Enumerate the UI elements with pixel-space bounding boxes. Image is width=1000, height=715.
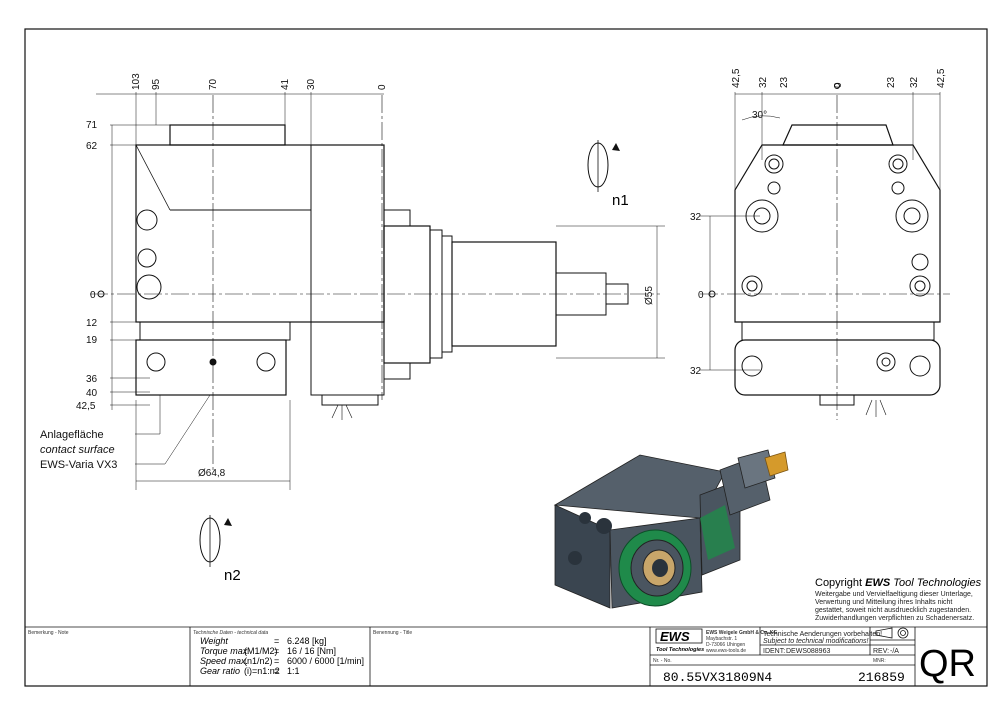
row-torque-name: Torque max. (200, 646, 250, 656)
row-torque-eq: = (274, 646, 279, 656)
row-gear-value: 1:1 (287, 666, 300, 676)
dim-0-top: 0 (377, 84, 388, 90)
diameter-55: Ø55 (644, 286, 655, 305)
copyright-prefix: Copyright (815, 577, 865, 589)
ews-logo-text: EWS (660, 629, 690, 644)
notice-line-1: Technische Aenderungen vorbehalten! (763, 631, 882, 638)
ews-logo-sub: Tool Technologies (656, 647, 704, 653)
side-dim-32-right: 32 (909, 76, 920, 88)
rotation-arrow-n1 (612, 143, 620, 151)
side-dim-23-right: 23 (886, 76, 897, 88)
rotation-label-n2: n2 (224, 567, 241, 584)
dim-36: 36 (86, 374, 98, 385)
row-weight-name: Weight (200, 636, 228, 646)
techdata-label: Technische Daten - technical data (193, 630, 268, 636)
dim-0-left: 0 (90, 290, 96, 301)
front-top-dims: 103 95 70 41 30 0 (131, 73, 388, 90)
dim-12: 12 (86, 318, 98, 329)
rotation-arrow-n2 (224, 518, 232, 526)
side-dim-42-5-right: 42,5 (936, 68, 947, 88)
dim-70: 70 (208, 78, 219, 90)
rotation-label-n1: n1 (612, 192, 629, 209)
title-block-grid (25, 626, 987, 686)
mnr-label: MNR: (873, 658, 886, 664)
side-top-dims: 42,5 32 23 0 23 32 42,5 (731, 68, 947, 88)
dim-103: 103 (131, 73, 142, 90)
remark-label: Bemerkung - Note (28, 630, 69, 636)
row-speed-eq: = (274, 656, 279, 666)
dim-19: 19 (86, 335, 98, 346)
sheet-border (24, 28, 988, 687)
row-gear-unit: (i)=n1:n2 (244, 666, 280, 676)
callout-varia: EWS-Varia VX3 (40, 459, 117, 471)
dim-41: 41 (280, 78, 291, 90)
side-dim-0: 0 (833, 82, 844, 88)
copyright-line-3: gestattet, soweit nicht ausdruecklich zu… (815, 607, 971, 614)
row-gear-eq: = (274, 666, 279, 676)
ident-label: IDENT: (763, 648, 785, 655)
dim-30: 30 (306, 78, 317, 90)
notice-line-2: Subject to technical modifications! (763, 638, 868, 645)
part-number: 80.55VX31809N4 (663, 670, 772, 685)
qr-code-label: QR (919, 643, 976, 685)
diameter-64-8: Ø64,8 (198, 468, 226, 479)
side-dim-32-lower: 32 (690, 366, 702, 377)
dim-95: 95 (151, 78, 162, 90)
copyright-line-4: Zuwiderhandlungen verpflichten zu Schade… (815, 615, 974, 622)
side-dim-32-upper: 32 (690, 212, 702, 223)
side-view (700, 83, 950, 420)
side-dim-42-5-left: 42,5 (731, 68, 742, 88)
callout-contact-en: contact surface (40, 444, 115, 456)
dim-71: 71 (86, 120, 98, 131)
front-view (90, 92, 665, 567)
side-angle-30: 30° (752, 110, 767, 121)
ews-logo: EWS Tool Technologies (655, 628, 704, 653)
mnr-value: 216859 (858, 670, 905, 685)
nr-label: Nr. - No. (653, 658, 672, 664)
ident-value: DEWS088963 (786, 648, 830, 655)
copyright-line-1: Weitergabe und Vervielfaeltigung dieser … (815, 591, 973, 598)
dim-62: 62 (86, 141, 98, 152)
title-label: Benennung - Title (373, 630, 412, 636)
row-speed-value: 6000 / 6000 [1/min] (287, 656, 364, 666)
techdata-rows: Weight = 6.248 [kg] Torque max. (M1/M2) … (200, 636, 364, 676)
copyright-line-2: Verwertung und Mitteilung ihres Inhalts … (815, 599, 952, 606)
side-dim-0-left: 0 (698, 290, 704, 301)
projection-symbol-icon (875, 627, 909, 639)
company-line-3: D-73066 Uhingen (706, 642, 745, 648)
copyright-title: Copyright EWS Tool Technologies (815, 577, 982, 589)
front-left-dims: 71 62 0 12 19 36 40 42,5 (76, 120, 98, 412)
row-gear-name: Gear ratio (200, 666, 240, 676)
company-line-2: Maybachstr. 1 (706, 636, 737, 642)
row-weight-eq: = (274, 636, 279, 646)
row-speed-name: Speed max. (200, 656, 248, 666)
row-speed-unit: (n1/n2) (244, 656, 273, 666)
company-line-1: EWS Weigele GmbH & Co. KG (706, 630, 777, 636)
rev-value: -/A (890, 648, 899, 655)
dim-40: 40 (86, 388, 98, 399)
copyright-brand: EWS (865, 577, 891, 589)
dim-42-5: 42,5 (76, 401, 96, 412)
company-line-4: www.ews-tools.de (706, 648, 746, 654)
side-dim-23-left: 23 (779, 76, 790, 88)
row-torque-unit: (M1/M2) (244, 646, 278, 656)
side-dim-32-left: 32 (758, 76, 769, 88)
product-3d-render (553, 449, 789, 609)
row-weight-value: 6.248 [kg] (287, 636, 327, 646)
row-torque-value: 16 / 16 [Nm] (287, 646, 336, 656)
callout-contact-de: Anlagefläche (40, 429, 104, 441)
copyright-suffix: Tool Technologies (890, 577, 981, 589)
rev-label: REV: (873, 648, 889, 655)
